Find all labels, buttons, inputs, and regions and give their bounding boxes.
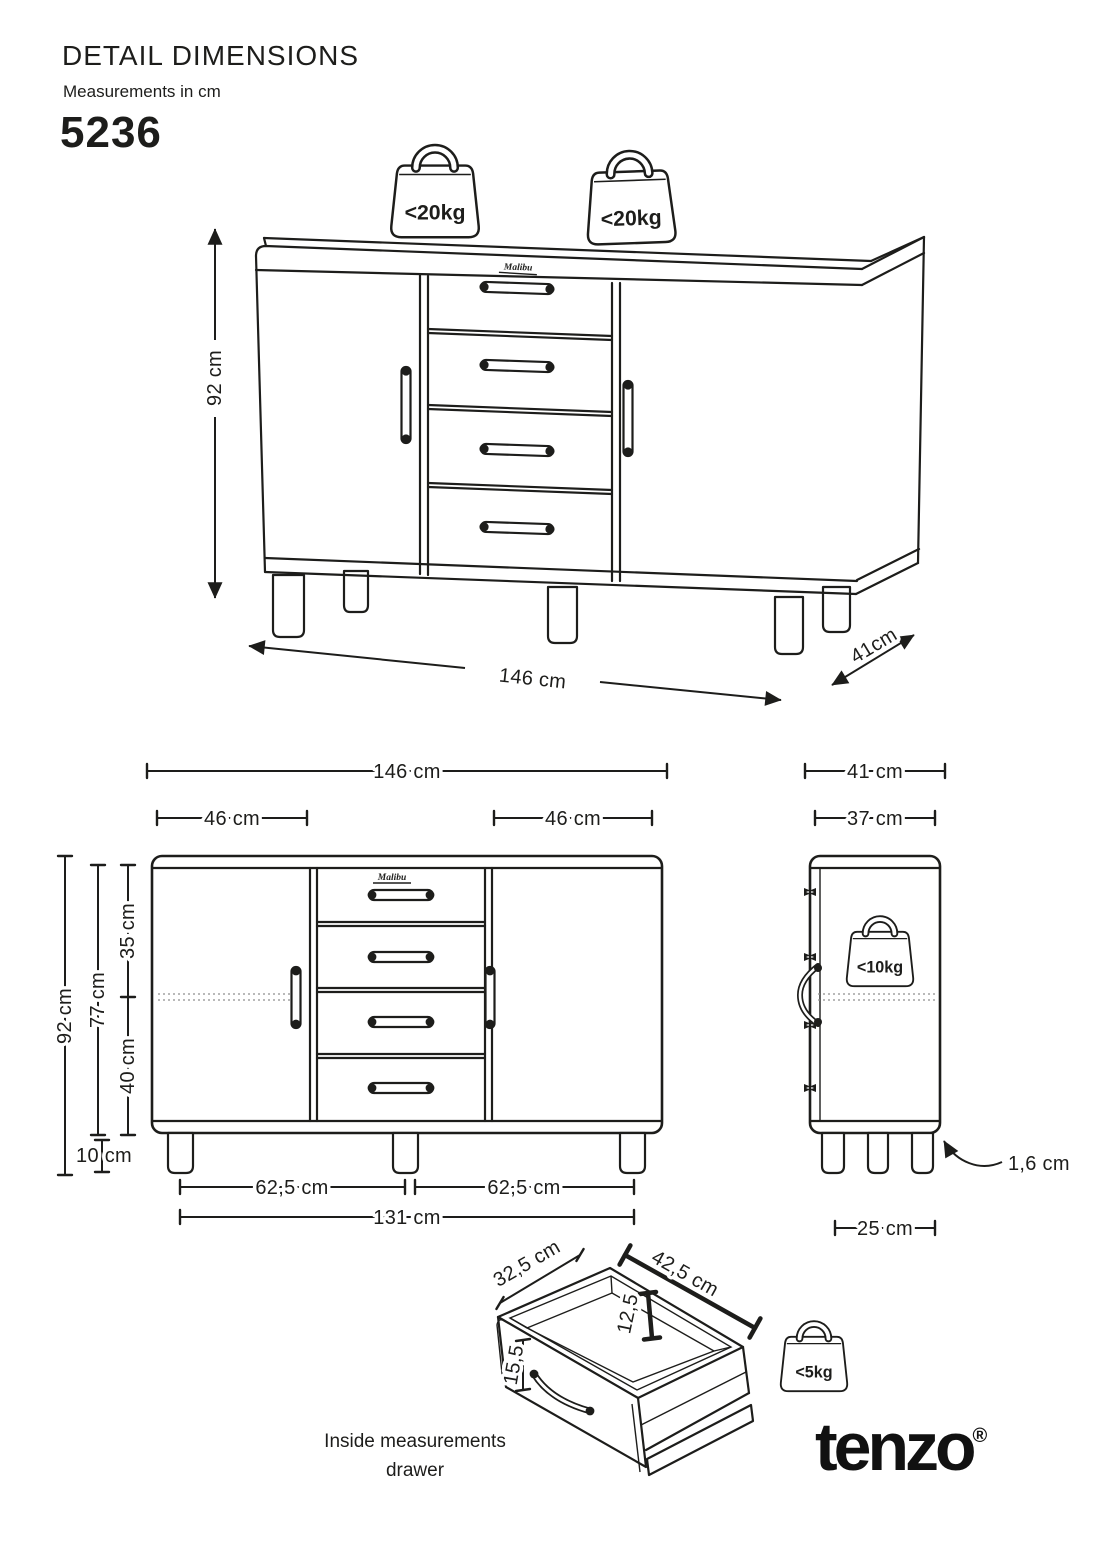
drawer-handle	[367, 1015, 435, 1029]
leg-height-label: 10 cm	[76, 1145, 132, 1167]
drawer-handle	[479, 442, 555, 458]
drawer-handle	[479, 280, 555, 296]
model-number: 5236	[60, 108, 162, 157]
bottom-thickness-callout: 1,6 cm	[943, 1140, 1073, 1179]
brand-logo-text: tenzo	[815, 1409, 977, 1485]
body-height-dimension: 77 cm	[84, 863, 113, 1137]
drawer-handle	[367, 1081, 435, 1095]
drawer-handle	[479, 520, 555, 536]
door-handle-side	[796, 963, 822, 1027]
series-logo: Malibu	[373, 873, 411, 884]
right-door-width-dimension: 46 cm	[492, 805, 654, 834]
page-subtitle: Measurements in cm	[63, 82, 221, 101]
drawer-handle	[367, 950, 435, 964]
weight-limit-icon: <10kg	[845, 915, 915, 988]
top-section-dimension: 35 cm	[114, 863, 143, 999]
series-logo: Malibu	[498, 262, 537, 276]
bottom-section-dimension: 40 cm	[114, 997, 143, 1137]
door-handle	[484, 965, 496, 1030]
side-elevation: 41 cm 37 cm	[796, 758, 1073, 1244]
front-total-width-dimension: 146 cm	[145, 758, 669, 787]
left-door-width-dimension: 46 cm	[155, 805, 309, 834]
door-handle	[290, 965, 302, 1030]
leg-height-dimension: 10 cm	[73, 1138, 135, 1174]
front-total-height-dimension: 92 cm	[51, 854, 80, 1177]
brand-logo: tenzo®	[815, 1408, 987, 1486]
side-total-depth-dimension: 41 cm	[803, 758, 947, 787]
page-title: DETAIL DIMENSIONS	[62, 40, 360, 71]
front-total-width-label: 146 cm	[373, 761, 440, 783]
drawer-detail: 32,5 cm 42,5 cm 12,5 15,5 <5kg	[486, 1232, 849, 1477]
svg-text:Malibu: Malibu	[377, 873, 407, 883]
drawer-handle	[479, 358, 555, 374]
drawer-caption-line2: drawer	[385, 1459, 445, 1481]
width-dimension: 146 cm	[248, 640, 782, 706]
drawer-caption-line1: Inside measurements	[324, 1431, 506, 1452]
front-cabinet-drawing: Malibu	[150, 854, 664, 1175]
drawer-handle	[529, 1369, 595, 1416]
body-height-label: 77 cm	[87, 972, 109, 1028]
leg-span-left-dimension: 62,5 cm	[178, 1174, 407, 1203]
height-label: 92 cm	[204, 350, 226, 406]
perspective-view: <20kg <20kg	[201, 143, 926, 706]
right-door-width-label: 46 cm	[545, 808, 601, 830]
depth-label: 41cm	[847, 624, 901, 669]
bottom-section-label: 40 cm	[117, 1038, 139, 1094]
side-body-depth-label: 37 cm	[847, 808, 903, 830]
leg-span-total-dimension: 131 cm	[178, 1204, 636, 1233]
side-leg-span-label: 25 cm	[857, 1218, 913, 1240]
registered-trademark-icon: ®	[972, 1425, 988, 1447]
leg-span-left-label: 62,5 cm	[255, 1177, 328, 1199]
drawer-drawing	[496, 1266, 755, 1477]
leg-span-right-label: 62,5 cm	[487, 1177, 560, 1199]
height-dimension: 92 cm	[201, 228, 230, 599]
side-body-depth-dimension: 37 cm	[813, 805, 937, 834]
weight-limit-icon: <20kg	[390, 143, 480, 239]
door-handle	[400, 365, 412, 445]
shelf-load-label: <10kg	[857, 959, 903, 977]
weight-limit-icon: <20kg	[586, 149, 677, 246]
door-handle	[622, 379, 634, 458]
drawer-caption: Inside measurements drawer	[290, 1428, 540, 1485]
side-leg-span-dimension: 25 cm	[833, 1215, 937, 1244]
leg-span-total-label: 131 cm	[373, 1207, 440, 1229]
leg-span-right-dimension: 62,5 cm	[413, 1174, 636, 1203]
bottom-thickness-label: 1,6 cm	[1008, 1153, 1070, 1175]
drawer-load-label: <5kg	[795, 1364, 832, 1382]
drawer-width-label: 32,5 cm	[490, 1236, 564, 1292]
drawer-handle	[367, 888, 435, 902]
front-total-height-label: 92 cm	[54, 988, 76, 1044]
weight-limit-icon: <5kg	[779, 1320, 849, 1393]
width-label: 146 cm	[498, 665, 567, 694]
svg-text:Malibu: Malibu	[503, 262, 533, 273]
max-top-load-label: <20kg	[405, 200, 466, 224]
sideboard-drawing: Malibu	[254, 235, 926, 656]
side-total-depth-label: 41 cm	[847, 761, 903, 783]
side-cabinet-drawing: <10kg	[796, 854, 942, 1175]
top-section-label: 35 cm	[117, 903, 139, 959]
max-top-load-label: <20kg	[600, 205, 662, 231]
left-door-width-label: 46 cm	[204, 808, 260, 830]
front-elevation: 146 cm 46 cm 46 cm 92 cm 77 cm 35 cm	[51, 758, 669, 1233]
